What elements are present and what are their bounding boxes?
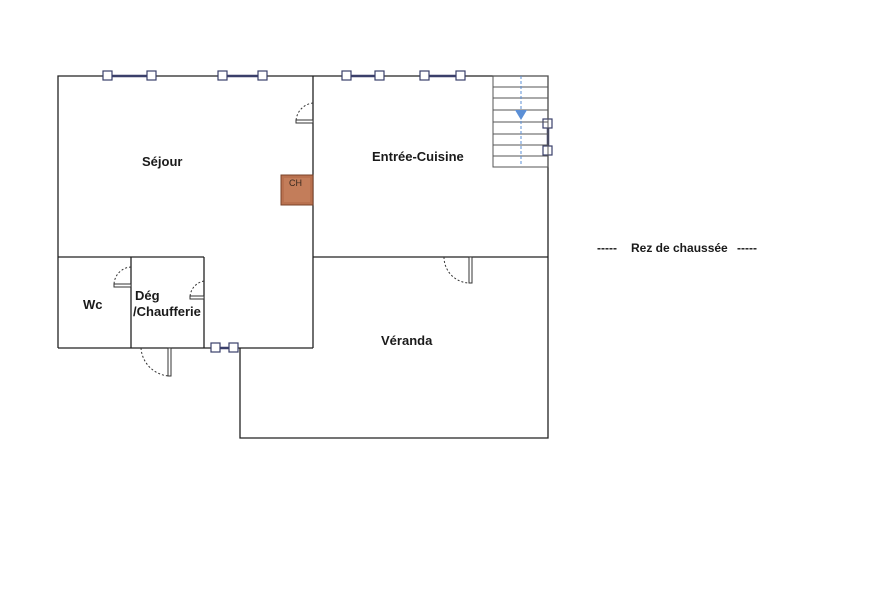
legend-title: Rez de chaussée — [631, 241, 728, 255]
doors — [113, 102, 473, 377]
door-wc — [113, 266, 132, 288]
room-label-veranda: Véranda — [381, 333, 433, 348]
window-cuisine-1 — [341, 70, 385, 81]
room-label-wc: Wc — [83, 297, 103, 312]
legend-dashes-right: ----- — [737, 241, 757, 255]
door-sejour-cuisine — [295, 102, 314, 124]
door-deg-sejour — [189, 280, 205, 300]
window-sejour-2 — [217, 70, 268, 81]
window-cuisine-2 — [419, 70, 466, 81]
room-label-chaufferie: /Chaufferie — [133, 304, 201, 319]
level-legend: ----- Rez de chaussée ----- — [597, 241, 757, 255]
walls — [57, 75, 549, 439]
chimney: CH — [280, 174, 314, 206]
window-south-veranda — [210, 342, 239, 353]
room-label-entree-cuisine: Entrée-Cuisine — [372, 149, 464, 164]
door-exterior — [140, 347, 172, 377]
stair-arrow-icon — [515, 110, 527, 120]
legend-dashes-left: ----- — [597, 241, 617, 255]
staircase — [492, 75, 549, 168]
room-label-sejour: Séjour — [142, 154, 182, 169]
door-cuisine-veranda — [443, 256, 473, 284]
chimney-label: CH — [289, 178, 302, 188]
room-label-deg: Dég — [135, 288, 160, 303]
window-sejour-1 — [102, 70, 157, 81]
